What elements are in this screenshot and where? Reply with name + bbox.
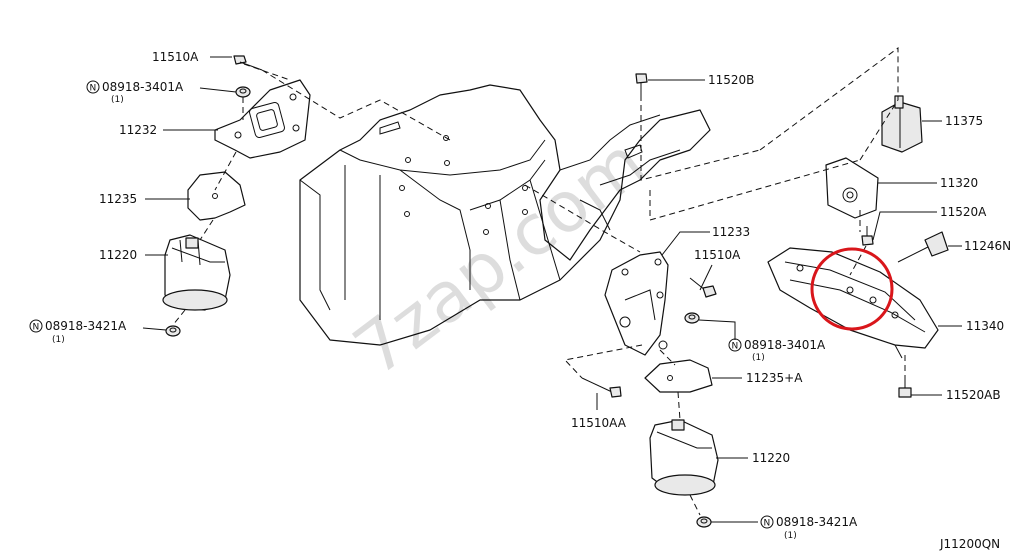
left-bracket-11232 [214, 79, 311, 159]
label-11510AA: 11510AA [571, 416, 627, 430]
label-11520A: 11520A [940, 205, 987, 219]
nut-08918-3401A-left [235, 86, 251, 98]
nut-symbol-icon [760, 515, 774, 529]
bolt-11510A-mid [689, 277, 717, 298]
nut-symbol-letter: N [33, 323, 40, 333]
heat-insulator-11235 [187, 171, 246, 221]
engine-mount-insulator-left-11220 [162, 234, 231, 311]
label-11510A-top: 11510A [152, 50, 199, 64]
nut-symbol-letter: N [764, 519, 771, 529]
nut-symbol-icon [86, 80, 100, 94]
right-bracket-11233 [604, 251, 669, 356]
label-11340: 11340 [966, 319, 1004, 333]
bolt-11510AA [581, 377, 622, 398]
label-11233: 11233 [712, 225, 750, 239]
label-11235: 11235 [99, 192, 137, 206]
label-11220-right: 11220 [752, 451, 790, 465]
part-labels: 11510A N 08918-3401A (1) 11232 11235 112… [29, 50, 1011, 551]
nut-symbol-icon [29, 319, 43, 333]
label-08918-3421A-left: 08918-3421A [45, 319, 127, 333]
label-11520B: 11520B [708, 73, 754, 87]
label-11246N: 11246N [964, 239, 1011, 253]
nut-symbol-icon [728, 338, 742, 352]
label-11235A: 11235+A [746, 371, 803, 385]
label-11520AB: 11520AB [946, 388, 1001, 402]
label-08918-3401A-right: 08918-3401A [744, 338, 826, 352]
heat-insulator-11235A [644, 359, 713, 393]
label-08918-3401A-left-qty: (1) [111, 95, 124, 105]
engine-assembly [299, 84, 711, 346]
label-11232: 11232 [119, 123, 157, 137]
engine-mount-insulator-right-11220 [649, 419, 719, 496]
stopper-11375 [881, 95, 923, 153]
label-11510A-mid: 11510A [694, 248, 741, 262]
label-08918-3401A-right-qty: (1) [752, 353, 765, 363]
label-11375: 11375 [945, 114, 983, 128]
leader-lines [142, 56, 962, 523]
bolt-11246N [897, 231, 949, 263]
label-08918-3401A-left: 08918-3401A [102, 80, 184, 94]
nut-08918-3421A-left [165, 325, 181, 337]
nut-08918-3401A-right [684, 312, 700, 324]
bolt-11520AB [898, 375, 912, 398]
label-11220-left: 11220 [99, 248, 137, 262]
bolt-11520B [635, 73, 648, 95]
bolt-11510A-top [233, 55, 263, 71]
label-08918-3421A-left-qty: (1) [52, 335, 65, 345]
rear-engine-mount-member-11340 [767, 247, 939, 359]
label-11320: 11320 [940, 176, 978, 190]
bolt-11520A [861, 226, 874, 246]
nut-08918-3421A-right [696, 516, 712, 528]
rear-mount-11320 [825, 157, 879, 219]
diagram-code: J11200QN [939, 537, 1000, 551]
label-08918-3421A-right: 08918-3421A [776, 515, 858, 529]
nut-symbol-letter: N [90, 84, 97, 94]
nut-symbol-letter: N [732, 342, 739, 352]
highlight-circle [810, 247, 894, 331]
label-08918-3421A-right-qty: (1) [784, 531, 797, 541]
